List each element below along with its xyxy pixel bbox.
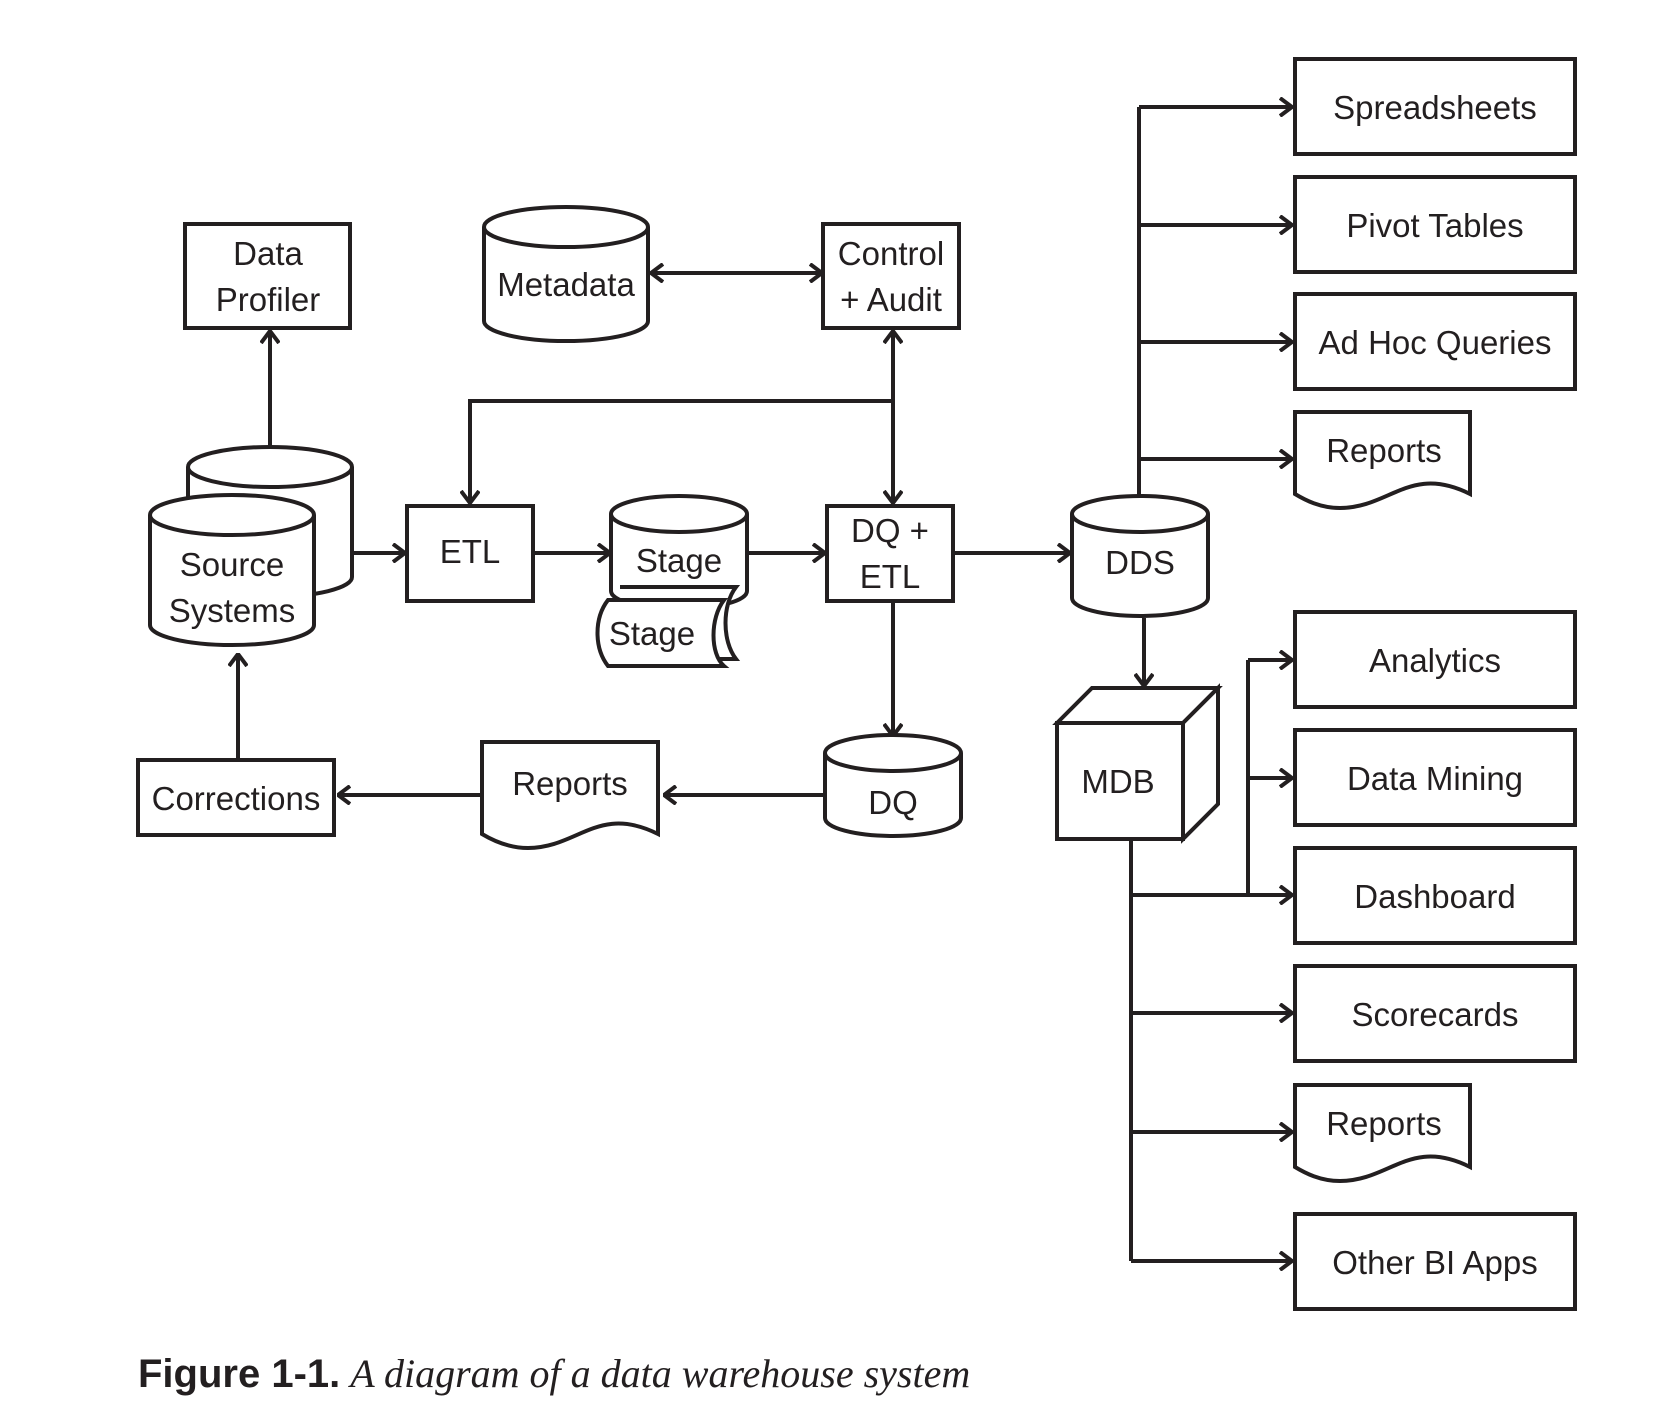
- data-profiler-label-line1: Data: [233, 235, 303, 272]
- output-analytics: Analytics: [1293, 610, 1577, 709]
- dashboard-label: Dashboard: [1354, 878, 1515, 915]
- source-systems-label-line1: Source: [180, 546, 285, 583]
- dds-label: DDS: [1105, 544, 1175, 581]
- output-other-bi-apps: Other BI Apps: [1293, 1212, 1577, 1311]
- data-profiler-box: Data Profiler: [183, 222, 352, 330]
- output-pivot-tables: Pivot Tables: [1293, 175, 1577, 274]
- control-audit-label-line1: Control: [838, 235, 944, 272]
- figure-caption-label: Figure 1-1.: [138, 1352, 341, 1396]
- output-ad-hoc-queries: Ad Hoc Queries: [1293, 292, 1577, 391]
- corrections-label: Corrections: [152, 780, 321, 817]
- figure-caption-text: A diagram of a data warehouse system: [350, 1351, 971, 1396]
- connectors: [238, 107, 1292, 1261]
- etl-box: ETL: [405, 504, 535, 603]
- dds-cylinder: DDS: [1070, 494, 1210, 618]
- dq-etl-label-line1: DQ +: [851, 512, 929, 549]
- output-dashboard: Dashboard: [1293, 846, 1577, 945]
- dq-etl-box: DQ + ETL: [825, 504, 955, 603]
- stage-flat-file: Stage: [595, 585, 741, 668]
- dq-etl-label-line2: ETL: [860, 558, 921, 595]
- data-profiler-label-line2: Profiler: [216, 281, 321, 318]
- output-scorecards: Scorecards: [1293, 964, 1577, 1063]
- mdb-label: MDB: [1081, 763, 1154, 800]
- dq-label: DQ: [868, 784, 918, 821]
- stage-cylinder-label: Stage: [636, 542, 722, 579]
- control-audit-label-line2: + Audit: [840, 281, 942, 318]
- corrections-box: Corrections: [136, 758, 336, 837]
- scorecards-label: Scorecards: [1352, 996, 1519, 1033]
- control-audit-box: Control + Audit: [821, 222, 961, 330]
- output-reports-document-mdb: Reports: [1293, 1083, 1472, 1184]
- dq-cylinder: DQ: [823, 733, 963, 838]
- source-systems-cylinders: Source Systems: [148, 445, 354, 647]
- spreadsheets-label: Spreadsheets: [1333, 89, 1537, 126]
- mdb-cube: MDB: [1052, 683, 1223, 844]
- etl-label: ETL: [440, 533, 501, 570]
- output-spreadsheets: Spreadsheets: [1293, 57, 1577, 156]
- output-reports-document-dds: Reports: [1293, 410, 1472, 511]
- output-data-mining: Data Mining: [1293, 728, 1577, 827]
- stage-file-label: Stage: [609, 615, 695, 652]
- reports-dds-label: Reports: [1326, 432, 1442, 469]
- reports-mdb-label: Reports: [1326, 1105, 1442, 1142]
- reports-document-dq: Reports: [480, 740, 660, 851]
- pivot-tables-label: Pivot Tables: [1346, 207, 1523, 244]
- arrow-control-to-etl: [470, 399, 893, 503]
- metadata-cylinder: Metadata: [482, 205, 650, 343]
- source-systems-label-line2: Systems: [169, 592, 296, 629]
- metadata-label: Metadata: [497, 266, 635, 303]
- analytics-label: Analytics: [1369, 642, 1501, 679]
- data-mining-label: Data Mining: [1347, 760, 1523, 797]
- reports-dq-label: Reports: [512, 765, 628, 802]
- ad-hoc-queries-label: Ad Hoc Queries: [1319, 324, 1552, 361]
- figure-caption: Figure 1-1. A diagram of a data warehous…: [138, 1350, 970, 1397]
- other-bi-apps-label: Other BI Apps: [1332, 1244, 1537, 1281]
